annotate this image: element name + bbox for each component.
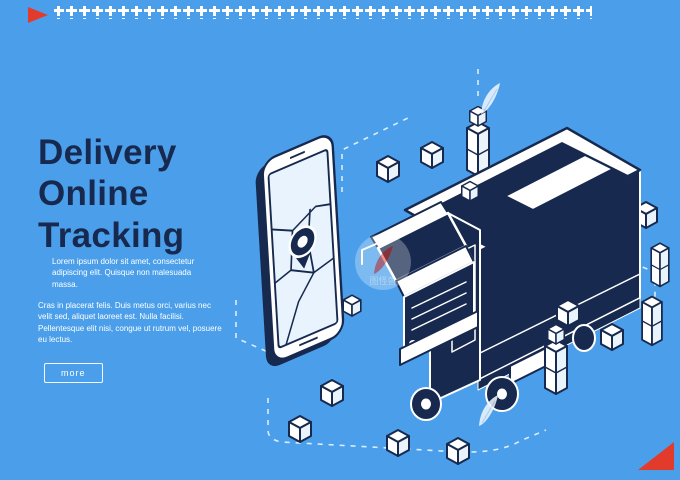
hero-copy: Delivery Online Tracking Lorem ipsum dol…	[38, 132, 253, 384]
parcel-pillar	[641, 295, 663, 347]
phone-speaker	[290, 150, 305, 160]
cab-bumper	[399, 310, 479, 366]
watermark-stamp: 图怪兽	[355, 234, 411, 290]
delivery-truck	[361, 126, 642, 421]
title-line-1: Delivery	[38, 133, 177, 172]
phone-home-bar	[299, 336, 318, 347]
page-title: Delivery Online Tracking	[38, 132, 253, 256]
truck-cab	[361, 201, 481, 404]
smartphone	[255, 135, 345, 367]
top-border-pattern	[28, 6, 592, 23]
svg-text:图怪兽: 图怪兽	[369, 275, 396, 287]
phone-power-button	[264, 239, 268, 251]
parcel-box	[420, 141, 444, 169]
corner-accent-red-bottom	[638, 442, 674, 470]
truck-roof-panel	[504, 154, 614, 211]
title-line-2: Online	[38, 174, 149, 214]
parcel-stack	[545, 325, 567, 395]
more-button[interactable]: more	[44, 363, 103, 384]
map-pin-icon	[288, 225, 317, 269]
cab-mirror	[361, 243, 377, 265]
parcel-box	[600, 323, 624, 351]
plus-pattern-row	[54, 6, 592, 19]
title-line-3: Tracking	[38, 215, 185, 255]
parcel-pillar	[650, 242, 670, 288]
parcel-box	[446, 437, 470, 465]
parcel-box	[386, 429, 410, 457]
details-paragraph: Cras in placerat felis. Duis metus orci,…	[38, 300, 222, 345]
parcel-box	[376, 155, 400, 183]
feather-watermark-icon	[480, 82, 501, 115]
parcel-box	[342, 294, 362, 317]
truck-wheel-far	[572, 324, 596, 352]
parcel-box	[320, 379, 344, 407]
phone-volume-button	[263, 219, 267, 235]
parcel-box	[288, 415, 312, 443]
intro-paragraph: Lorem ipsum dolor sit amet, consectetur …	[52, 256, 195, 290]
truck-roof-vent	[461, 180, 479, 202]
corner-accent-red-top	[28, 7, 48, 23]
parcel-stack	[467, 107, 489, 177]
parcel-box	[556, 299, 580, 327]
